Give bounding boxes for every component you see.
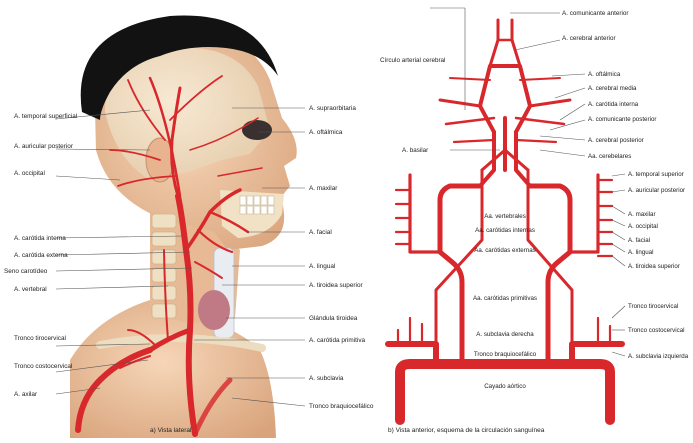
panel-a-caption: a) Vista lateral [150, 427, 192, 434]
panel-a-illustration [70, 16, 297, 439]
label-tiroidea-superior: A. tiroidea superior [309, 282, 364, 289]
torso-shape [70, 300, 276, 438]
external-branches-right [396, 190, 410, 244]
teeth [240, 196, 274, 214]
label-b-tronco-costocervical: Tronco costocervical [628, 327, 685, 334]
label-b-carotida-interna: A. carótida interna [588, 101, 639, 108]
common-carotid-left [530, 186, 570, 364]
label-lingual: A. lingual [309, 263, 335, 270]
label-b-carotidas-externas: Aa. carótidas externas [474, 247, 536, 254]
label-b-maxilar: A. maxilar [628, 211, 656, 218]
label-b-carotidas-primitivas: Aa. carótidas primitivas [473, 295, 537, 302]
label-subclavia: A. subclavia [309, 375, 344, 382]
label-b-cayado-aortico: Cayado aórtico [484, 383, 526, 390]
label-b-cerebral-posterior: A. cerebral posterior [588, 137, 644, 144]
label-b-tiroidea-superior: A. tiroidea superior [628, 263, 680, 270]
external-carotid-right [410, 175, 440, 252]
panel-b-caption: b) Vista anterior, esquema de la circula… [388, 427, 545, 434]
label-carotida-primitiva: A. carótida primitiva [309, 337, 366, 344]
label-carotida-interna: A. carótida interna [14, 235, 66, 242]
label-b-carotidas-internas: Aa. carótidas internas [475, 227, 535, 234]
panel-b-right-labels: A. oftálmica A. cerebral media A. caróti… [588, 71, 689, 360]
label-maxilar: A. maxilar [309, 185, 338, 192]
label-b-occipital: A. occipital [628, 223, 658, 230]
label-circulo-arterial: Círculo arterial cerebral [380, 57, 445, 64]
label-b-cerebelares: Aa. cerebelares [588, 153, 631, 160]
label-b-vertebrales: Aa. vertebrales [484, 213, 526, 220]
label-occipital: A. occipital [14, 170, 45, 177]
external-branches-left [598, 180, 612, 256]
label-tronco-braquiocefalico-a: Tronco braquiocefálico [309, 403, 374, 410]
label-b-tronco-tirocervical: Tronco tirocervical [628, 303, 678, 310]
label-carotida-externa: A. carótida externa [14, 252, 68, 259]
label-glandula-tiroidea: Glándula tiroidea [309, 315, 358, 322]
label-b-facial: A. facial [628, 237, 650, 244]
label-auricular-posterior: A. auricular posterior [14, 143, 74, 150]
label-oftalmica: A. oftálmica [309, 129, 343, 136]
panel-a-right-labels: A. supraorbitaria A. oftálmica A. maxila… [309, 105, 374, 410]
label-b-tronco-braquiocefalico: Tronco braquiocefálico [474, 351, 537, 358]
panel-a-left-labels: A. temporal superficial A. auricular pos… [4, 113, 77, 398]
label-seno-carotideo: Seno carotídeo [4, 268, 48, 275]
label-basilar: A. basilar [402, 147, 428, 154]
label-b-lingual: A. lingual [628, 249, 653, 256]
label-axilar: A. axilar [14, 391, 38, 398]
eye-socket [242, 120, 272, 140]
external-carotid-left [570, 175, 598, 252]
label-b-oftalmica: A. oftálmica [588, 71, 621, 78]
aortic-arch [400, 364, 610, 420]
thyroid-gland [198, 290, 230, 330]
label-facial: A. facial [309, 229, 332, 236]
panel-b-schematic [388, 20, 622, 420]
label-b-comunicante-posterior: A. comunicante posterior [588, 116, 656, 123]
label-vertebral: A. vertebral [14, 286, 47, 293]
common-carotid-right [440, 186, 480, 364]
label-b-subclavia-derecha: A. subclavia derecha [476, 331, 534, 338]
label-b-subclavia-izquierda: A. subclavia izquierda [628, 353, 689, 360]
label-temporal-superficial: A. temporal superficial [14, 113, 77, 120]
label-b-cerebral-media: A. cerebral media [588, 85, 637, 92]
label-cerebral-anterior: A. cerebral anterior [562, 35, 616, 42]
label-tronco-costocervical: Tronco costocervical [14, 363, 72, 370]
label-tronco-tirocervical: Tronco tirocervical [14, 335, 66, 342]
label-b-temporal-superior: A. temporal superior [628, 171, 684, 178]
label-supraorbitaria: A. supraorbitaria [309, 105, 356, 112]
label-b-auricular-posterior: A. auricular posterior [628, 187, 685, 194]
label-comunicante-anterior: A. comunicante anterior [562, 10, 629, 17]
